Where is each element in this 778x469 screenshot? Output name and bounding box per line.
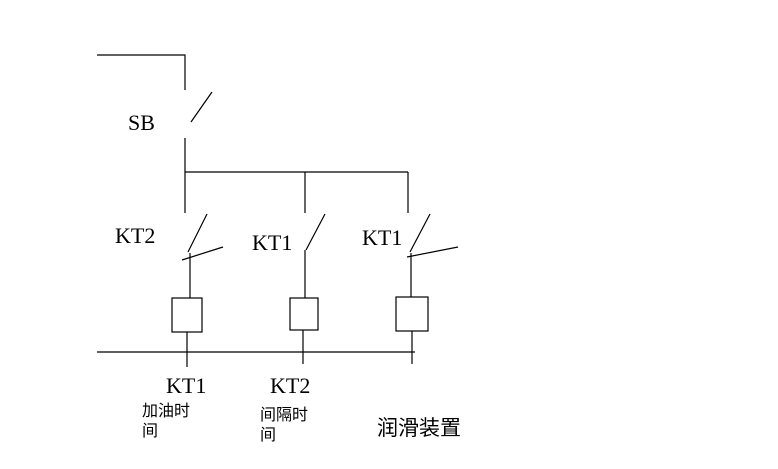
- label-note-lubrication-device: 润滑装置: [377, 416, 461, 440]
- wire-top-feed: [97, 54, 186, 90]
- label-note-oil-time: 加油时 间: [142, 403, 191, 440]
- contact-kt1-right-crossbar-icon: [406, 246, 459, 258]
- contact-kt1-right-blade-icon: [409, 213, 431, 253]
- label-contact-kt1-mid: KT1: [252, 230, 293, 255]
- coil-kt2-box: [289, 297, 319, 331]
- label-contact-kt1-right: KT1: [362, 225, 403, 250]
- contact-kt1-mid-blade-icon: [305, 213, 326, 251]
- coil-kt1-box: [171, 297, 203, 333]
- label-contact-kt2: KT2: [115, 223, 156, 248]
- contact-kt2-crossbar-icon: [181, 246, 224, 261]
- label-coil-kt2: KT2: [270, 373, 311, 398]
- wire-group: [97, 54, 459, 367]
- coil-device-box: [395, 296, 429, 332]
- contact-kt2-blade-icon: [187, 213, 208, 253]
- label-sb-switch: SB: [128, 110, 155, 135]
- sb-switch-blade-icon: [190, 91, 213, 123]
- label-coil-kt1: KT1: [166, 373, 207, 398]
- label-note-interval-time: 间隔时 间: [260, 407, 309, 444]
